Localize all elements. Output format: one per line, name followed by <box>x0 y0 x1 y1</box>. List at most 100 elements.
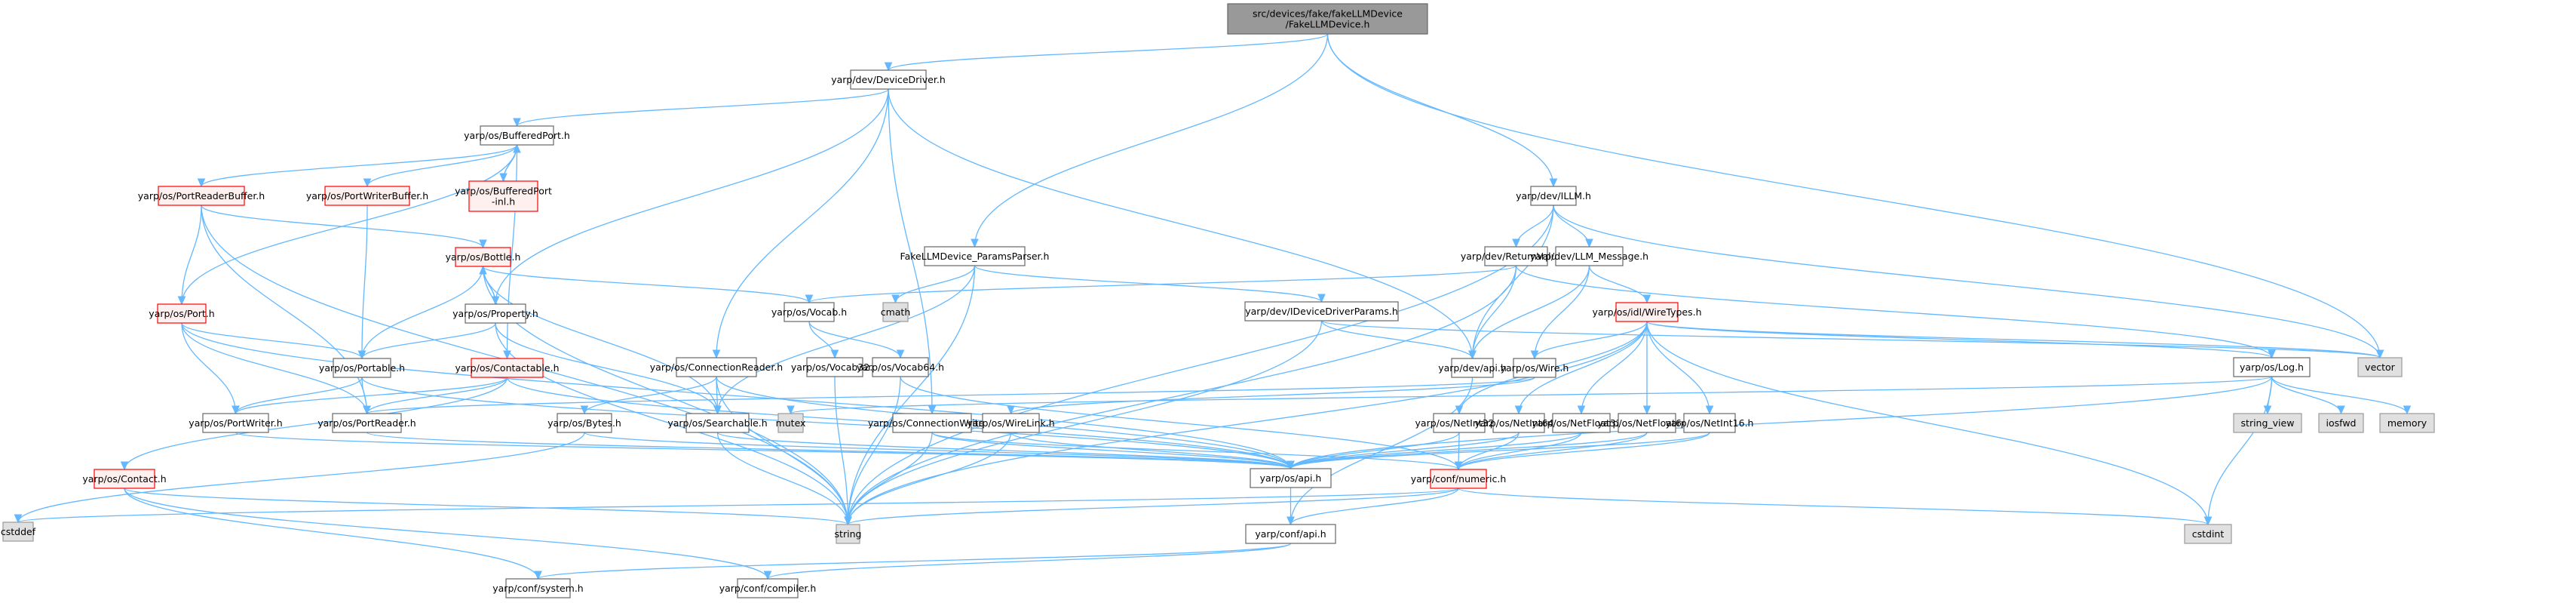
node-cmath[interactable]: cmath <box>881 302 911 322</box>
node-label: yarp/os/NetFloat64.h <box>1597 417 1696 429</box>
node-portreaderbuffer[interactable]: yarp/os/PortReaderBuffer.h <box>138 186 265 206</box>
node-box <box>202 413 269 433</box>
arrowhead-icon <box>197 178 206 188</box>
node-wire[interactable]: yarp/os/Wire.h <box>1501 358 1569 378</box>
node-label: yarp/dev/api.h <box>1438 362 1507 374</box>
node-devapi[interactable]: yarp/dev/api.h <box>1438 358 1507 378</box>
node-bottle[interactable]: yarp/os/Bottle.h <box>446 247 521 267</box>
node-osapi[interactable]: yarp/os/api.h <box>1250 468 1332 488</box>
edge-log-to-memory <box>2271 376 2408 414</box>
node-bufferedport[interactable]: yarp/os/BufferedPort.h <box>464 125 570 146</box>
node-box <box>1244 301 1399 321</box>
edge-contactable-to-portreader <box>366 377 508 414</box>
node-label: yarp/os/Wire.h <box>1501 362 1569 374</box>
node-confsystem[interactable]: yarp/conf/system.h <box>492 578 584 598</box>
node-portable[interactable]: yarp/os/Portable.h <box>319 358 405 378</box>
edge-confapi-to-confsystem <box>537 543 1292 580</box>
edge-bytes-to-osapi <box>584 432 1292 469</box>
node-contactable[interactable]: yarp/os/Contactable.h <box>455 358 560 378</box>
arrowhead-icon <box>891 294 900 304</box>
node-portreader[interactable]: yarp/os/PortReader.h <box>317 413 416 433</box>
edge-idevicedriverparams-to-devapi <box>1320 320 1474 359</box>
node-netfloat32[interactable]: yarp/os/NetFloat32.h <box>1532 413 1631 433</box>
arrowhead-icon <box>357 350 366 360</box>
node-label: yarp/dev/IDeviceDriverParams.h <box>1245 306 1398 317</box>
node-label: /FakeLLMDevice.h <box>1286 19 1370 30</box>
node-label: yarp/os/idl/WireTypes.h <box>1592 306 1701 318</box>
node-property[interactable]: yarp/os/Property.h <box>452 303 538 324</box>
node-box <box>2379 413 2435 433</box>
node-label: cmath <box>881 306 911 318</box>
edge-portreaderbuffer-to-portreader <box>201 205 368 414</box>
node-paramsparser[interactable]: FakeLLMDevice_ParamsParser.h <box>900 246 1050 266</box>
node-label: yarp/os/ConnectionWriter.h <box>868 417 996 429</box>
node-cstdint[interactable]: cstdint <box>2184 524 2232 544</box>
node-devicedriver[interactable]: yarp/dev/DeviceDriver.h <box>831 69 946 90</box>
edge-root-to-vector <box>1326 33 2381 358</box>
arrowhead-icon <box>1577 405 1586 415</box>
node-wirelink[interactable]: yarp/os/WireLink.h <box>967 413 1055 433</box>
arrowhead-icon <box>14 514 23 524</box>
edge-port-to-portwriter <box>181 322 237 414</box>
node-returnvalue[interactable]: yarp/dev/ReturnValue.h <box>1461 246 1572 266</box>
edge-portwriter-to-osapi <box>235 432 1292 469</box>
node-label: yarp/dev/LLM_Message.h <box>1530 251 1648 262</box>
node-searchable[interactable]: yarp/os/Searchable.h <box>667 413 768 433</box>
edge-log-to-osapi <box>1290 376 2273 469</box>
node-connectionwriter[interactable]: yarp/os/ConnectionWriter.h <box>868 413 996 433</box>
arrowhead-icon <box>120 461 129 471</box>
edge-bottle-to-portable <box>361 266 484 359</box>
node-idevicedriverparams[interactable]: yarp/dev/IDeviceDriverParams.h <box>1244 301 1399 321</box>
node-netint16[interactable]: yarp/os/NetInt16.h <box>1666 413 1754 433</box>
node-illm[interactable]: yarp/dev/ILLM.h <box>1516 186 1591 206</box>
edge-vocab64-to-string <box>847 376 901 525</box>
node-label: mutex <box>776 417 806 429</box>
node-memory[interactable]: memory <box>2379 413 2435 433</box>
node-root[interactable]: src/devices/fake/fakeLLMDevice/FakeLLMDe… <box>1227 3 1428 35</box>
node-iosfwd[interactable]: iosfwd <box>2318 413 2364 433</box>
node-port[interactable]: yarp/os/Port.h <box>149 303 215 324</box>
node-wiretypes[interactable]: yarp/os/idl/WireTypes.h <box>1592 302 1702 322</box>
edge-numeric-to-cstddef <box>17 488 1459 523</box>
node-box <box>1615 302 1679 322</box>
edge-log-to-iosfwd <box>2271 376 2342 414</box>
node-box <box>2233 413 2302 433</box>
node-llmmessage[interactable]: yarp/dev/LLM_Message.h <box>1530 246 1648 266</box>
node-box <box>1683 413 1736 433</box>
node-portwriterbuffer[interactable]: yarp/os/PortWriterBuffer.h <box>306 186 428 206</box>
edge-searchable-to-osapi <box>716 432 1292 469</box>
node-cstddef[interactable]: cstddef <box>1 521 36 542</box>
arrowhead-icon <box>763 571 772 580</box>
node-netint64[interactable]: yarp/os/NetInt64.h <box>1475 413 1563 433</box>
node-contact[interactable]: yarp/os/Contact.h <box>82 469 167 489</box>
node-netint32[interactable]: yarp/os/NetInt32.h <box>1415 413 1504 433</box>
node-portwriter[interactable]: yarp/os/PortWriter.h <box>189 413 283 433</box>
node-connectionreader[interactable]: yarp/os/ConnectionReader.h <box>650 357 783 377</box>
node-mutex[interactable]: mutex <box>776 413 806 433</box>
edge-illm-to-llmmessage <box>1553 205 1590 248</box>
edge-property-to-string <box>495 322 849 525</box>
arrowhead-icon <box>1512 238 1520 248</box>
edge-contact-to-confcompiler <box>124 488 768 580</box>
node-netfloat64[interactable]: yarp/os/NetFloat64.h <box>1597 413 1697 433</box>
node-vocab[interactable]: yarp/os/Vocab.h <box>771 302 847 322</box>
edge-numeric-to-cstdint <box>1458 488 2209 525</box>
node-vocab64[interactable]: yarp/os/Vocab64.h <box>857 357 944 377</box>
node-box <box>872 357 929 377</box>
node-vocab32[interactable]: yarp/os/Vocab32.h <box>791 357 879 377</box>
node-string_view[interactable]: string_view <box>2233 413 2302 433</box>
arrowhead-icon <box>1514 405 1523 415</box>
node-string[interactable]: string <box>835 524 862 544</box>
node-bytes[interactable]: yarp/os/Bytes.h <box>547 413 621 433</box>
node-label: yarp/os/Contact.h <box>82 473 166 485</box>
arrowhead-icon <box>1286 460 1295 470</box>
node-numeric[interactable]: yarp/conf/numeric.h <box>1411 469 1507 489</box>
node-log[interactable]: yarp/os/Log.h <box>2233 357 2311 377</box>
node-vector[interactable]: vector <box>2357 357 2403 377</box>
node-label: yarp/dev/ILLM.h <box>1516 190 1591 202</box>
node-box <box>1227 3 1428 35</box>
node-bufferedportinl[interactable]: yarp/os/BufferedPort-inl.h <box>455 180 552 212</box>
node-label: yarp/os/Port.h <box>149 308 214 319</box>
node-confcompiler[interactable]: yarp/conf/compiler.h <box>719 578 817 598</box>
node-confapi[interactable]: yarp/conf/api.h <box>1245 524 1336 544</box>
